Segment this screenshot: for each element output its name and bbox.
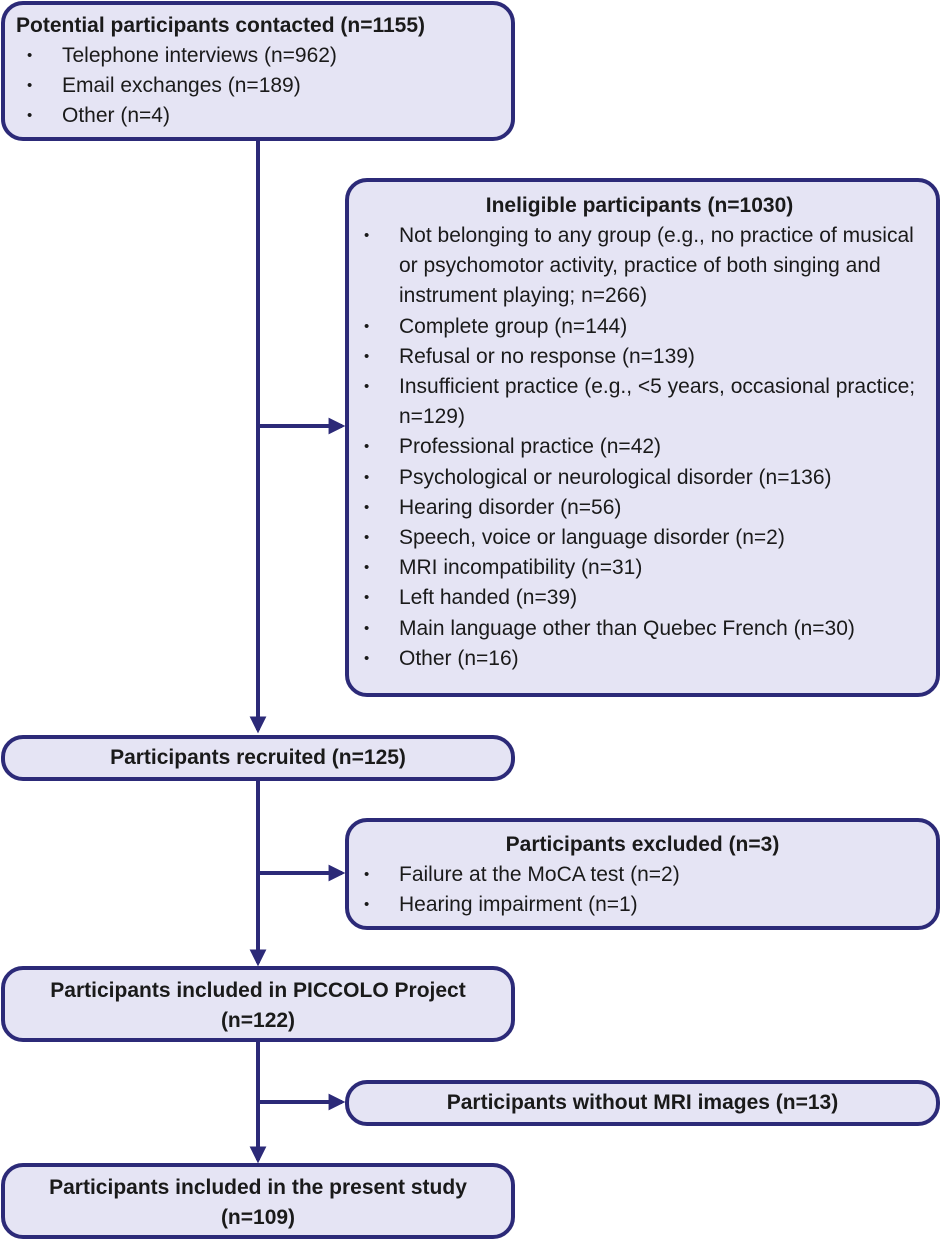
excluded-title: Participants excluded (n=3) [505,833,780,856]
recruited-box: Participants recruited (n=125) [1,735,515,781]
ineligible-title: Ineligible participants (n=1030) [485,194,794,217]
contacted-box: Potential participants contacted (n=1155… [1,1,515,141]
list-item: Refusal or no response (n=139) [349,342,930,372]
excluded-list: Failure at the MoCA test (n=2) Hearing i… [349,860,936,921]
list-item: Professional practice (n=42) [349,432,930,462]
list-item: Insufficient practice (e.g., <5 years, o… [349,372,930,432]
list-item: Hearing impairment (n=1) [349,890,936,920]
present-title-line2: (n=109) [220,1206,296,1229]
list-item: Other (n=16) [349,644,930,674]
ineligible-list: Not belonging to any group (e.g., no pra… [349,221,930,674]
ineligible-box: Ineligible participants (n=1030) Not bel… [345,178,940,697]
list-item: Telephone interviews (n=962) [5,41,511,71]
contacted-title: Potential participants contacted (n=1155… [16,14,426,37]
present-title-line1: Participants included in the present stu… [49,1176,467,1199]
excluded-box: Participants excluded (n=3) Failure at t… [345,818,940,930]
list-item: Hearing disorder (n=56) [349,493,930,523]
present-study-box: Participants included in the present stu… [1,1163,515,1239]
contacted-list: Telephone interviews (n=962) Email excha… [5,41,511,132]
list-item: Main language other than Quebec French (… [349,614,930,644]
list-item: Not belonging to any group (e.g., no pra… [349,221,930,312]
list-item: Left handed (n=39) [349,583,930,613]
list-item: Failure at the MoCA test (n=2) [349,860,936,890]
list-item: MRI incompatibility (n=31) [349,553,930,583]
no-mri-box: Participants without MRI images (n=13) [345,1080,940,1126]
piccolo-title-line2: (n=122) [220,1009,296,1032]
list-item: Other (n=4) [5,101,511,131]
list-item: Speech, voice or language disorder (n=2) [349,523,930,553]
list-item: Email exchanges (n=189) [5,71,511,101]
no-mri-title: Participants without MRI images (n=13) [446,1091,839,1114]
recruited-title: Participants recruited (n=125) [110,746,406,769]
piccolo-title-line1: Participants included in PICCOLO Project [50,979,466,1002]
list-item: Psychological or neurological disorder (… [349,463,930,493]
list-item: Complete group (n=144) [349,312,930,342]
piccolo-box: Participants included in PICCOLO Project… [1,966,515,1042]
